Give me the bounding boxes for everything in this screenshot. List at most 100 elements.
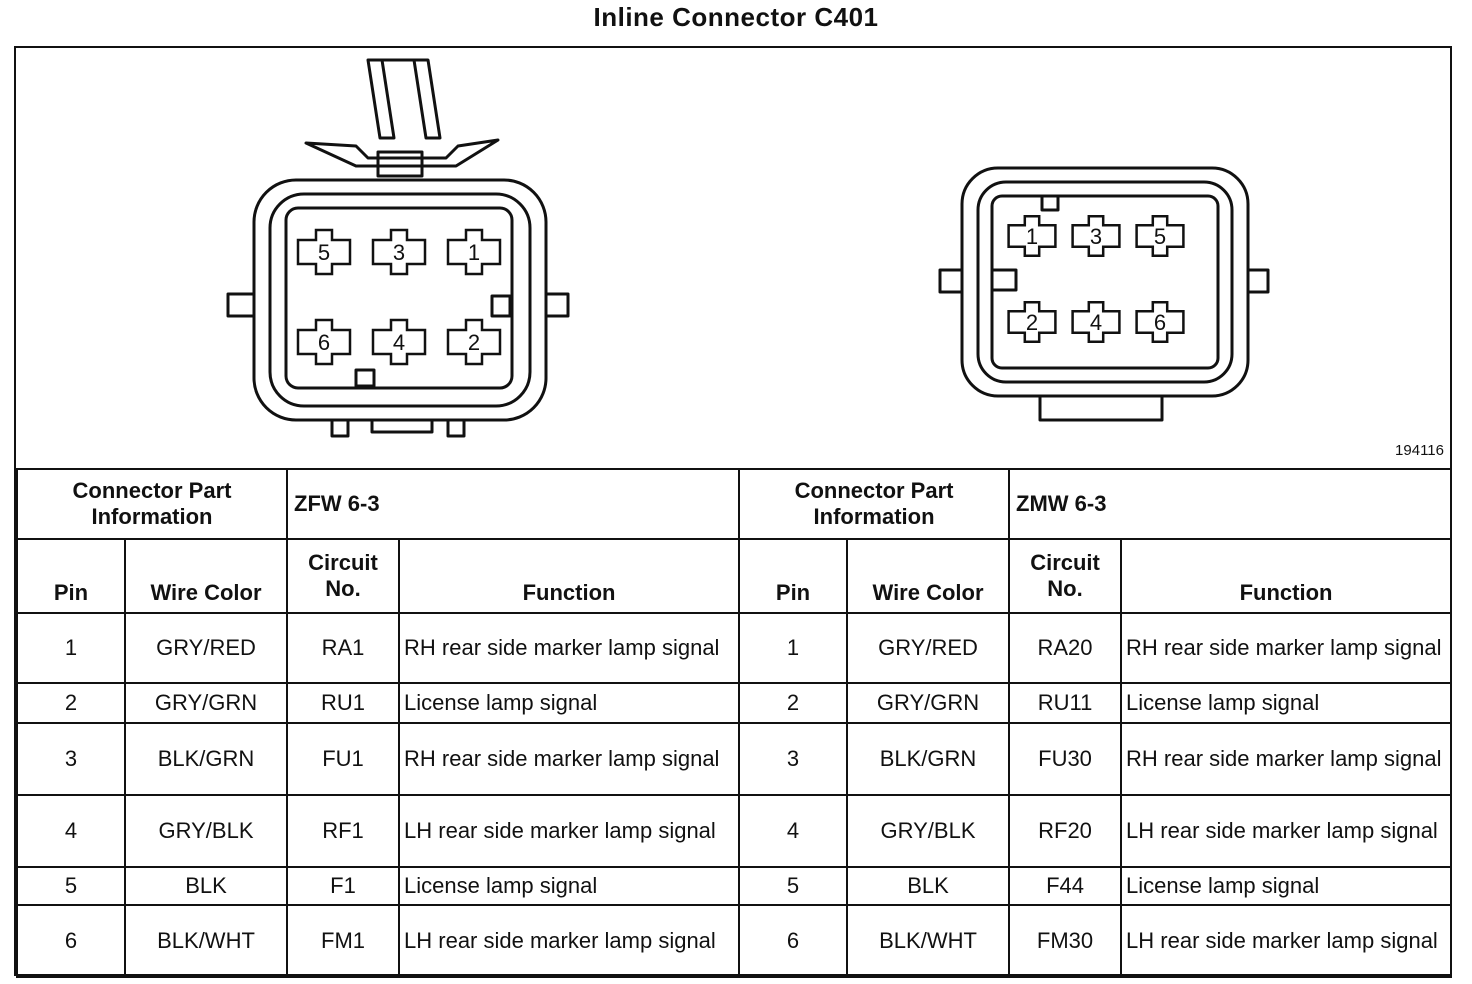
left-circuit-no-cell: FM1 (286, 904, 401, 978)
column-header-row: Pin Wire Color Circuit No. Function Pin … (16, 538, 1453, 614)
figure-id: 194116 (1395, 442, 1444, 459)
right-function-cell: LH rear side marker lamp signal (1120, 904, 1453, 978)
page-title: Inline Connector C401 (593, 2, 879, 32)
right-circuit-no-cell: RU11 (1008, 682, 1123, 724)
left-pin-cell: 6 (16, 904, 126, 978)
left-function-cell: LH rear side marker lamp signal (398, 794, 741, 868)
pin-number: 1 (1026, 224, 1038, 249)
header-function-right: Function (1120, 538, 1453, 614)
left-pin-cell: 5 (16, 866, 126, 906)
part-number-right: ZMW 6-3 (1008, 468, 1453, 540)
header-function-left: Function (398, 538, 741, 614)
left-circuit-no-cell: RA1 (286, 612, 401, 684)
right-connector-outline (938, 166, 1270, 422)
connector-frame: 5 3 1 6 4 2 1 3 5 2 4 6 194116 Connector Part Info… (14, 46, 1453, 978)
right-circuit-no-cell: FU30 (1008, 722, 1123, 796)
pin-terminal: 2 (1007, 300, 1057, 344)
right-pin-cell: 1 (738, 612, 849, 684)
pin-number: 4 (1090, 310, 1102, 335)
left-wire-color-cell: GRY/BLK (123, 794, 289, 868)
right-wire-color-cell: GRY/RED (846, 612, 1011, 684)
right-wire-color-cell: BLK (846, 866, 1011, 906)
right-circuit-no-cell: RF20 (1008, 794, 1123, 868)
left-pin-cell: 1 (16, 612, 126, 684)
pin-number: 6 (318, 330, 330, 355)
left-pin-cell: 4 (16, 794, 126, 868)
right-wire-color-cell: BLK/WHT (846, 904, 1011, 978)
header-wire-left: Wire Color (123, 538, 289, 614)
pin-terminal: 2 (446, 318, 502, 366)
part-info-label-right: Connector Part Information (738, 468, 1011, 540)
left-function-cell: RH rear side marker lamp signal (398, 722, 741, 796)
part-info-label-left: Connector Part Information (15, 468, 289, 540)
header-circuit-right: Circuit No. (1008, 538, 1123, 614)
left-wire-color-cell: BLK (123, 866, 289, 906)
pin-number: 5 (318, 240, 330, 265)
header-pin-left: Pin (16, 538, 126, 614)
right-circuit-no-cell: RA20 (1008, 612, 1123, 684)
right-pin-cell: 5 (738, 866, 849, 906)
header-circuit-left: Circuit No. (286, 538, 401, 614)
pinout-table: Connector Part Information ZFW 6-3 Conne… (15, 468, 1453, 978)
connector-figure: 5 3 1 6 4 2 1 3 5 2 4 6 194116 (16, 48, 1450, 468)
right-function-cell: License lamp signal (1120, 682, 1453, 724)
pin-terminal: 4 (1071, 300, 1121, 344)
left-circuit-no-cell: RF1 (286, 794, 401, 868)
pin-terminal: 6 (1135, 300, 1185, 344)
pin-number: 4 (393, 330, 405, 355)
header-wire-right: Wire Color (846, 538, 1011, 614)
left-circuit-no-cell: FU1 (286, 722, 401, 796)
right-function-cell: RH rear side marker lamp signal (1120, 722, 1453, 796)
left-wire-color-cell: GRY/GRN (123, 682, 289, 724)
right-pin-terminals: 1 3 5 2 4 6 (1007, 214, 1185, 344)
left-pin-cell: 2 (16, 682, 126, 724)
right-circuit-no-cell: FM30 (1008, 904, 1123, 978)
part-info-row: Connector Part Information ZFW 6-3 Conne… (15, 468, 1453, 540)
right-circuit-no-cell: F44 (1008, 866, 1123, 906)
right-pin-cell: 4 (738, 794, 849, 868)
pin-number: 2 (1026, 310, 1038, 335)
right-wire-color-cell: GRY/GRN (846, 682, 1011, 724)
pin-terminal: 4 (371, 318, 427, 366)
pin-number: 3 (1090, 224, 1102, 249)
pin-terminal: 3 (1071, 214, 1121, 258)
left-circuit-no-cell: RU1 (286, 682, 401, 724)
right-wire-color-cell: BLK/GRN (846, 722, 1011, 796)
pin-terminal: 5 (1135, 214, 1185, 258)
left-wire-color-cell: BLK/GRN (123, 722, 289, 796)
left-wire-color-cell: BLK/WHT (123, 904, 289, 978)
right-function-cell: RH rear side marker lamp signal (1120, 612, 1453, 684)
left-function-cell: License lamp signal (398, 682, 741, 724)
pin-number: 5 (1154, 224, 1166, 249)
left-pin-terminals: 5 3 1 6 4 2 (296, 228, 502, 366)
connector-drawing: 5 3 1 6 4 2 1 3 5 2 4 6 (226, 58, 1270, 438)
pin-terminal: 5 (296, 228, 352, 276)
pin-number: 1 (468, 240, 480, 265)
right-function-cell: LH rear side marker lamp signal (1120, 794, 1453, 868)
header-pin-right: Pin (738, 538, 849, 614)
left-function-cell: RH rear side marker lamp signal (398, 612, 741, 684)
pin-terminal: 1 (446, 228, 502, 276)
pin-terminal: 1 (1007, 214, 1057, 258)
pin-number: 2 (468, 330, 480, 355)
part-number-left: ZFW 6-3 (286, 468, 741, 540)
left-connector-outline (226, 58, 570, 438)
pin-terminal: 6 (296, 318, 352, 366)
right-function-cell: License lamp signal (1120, 866, 1453, 906)
left-function-cell: LH rear side marker lamp signal (398, 904, 741, 978)
pin-terminal: 3 (371, 228, 427, 276)
pin-number: 3 (393, 240, 405, 265)
right-wire-color-cell: GRY/BLK (846, 794, 1011, 868)
right-pin-cell: 3 (738, 722, 849, 796)
left-pin-cell: 3 (16, 722, 126, 796)
left-circuit-no-cell: F1 (286, 866, 401, 906)
right-pin-cell: 6 (738, 904, 849, 978)
right-pin-cell: 2 (738, 682, 849, 724)
left-wire-color-cell: GRY/RED (123, 612, 289, 684)
